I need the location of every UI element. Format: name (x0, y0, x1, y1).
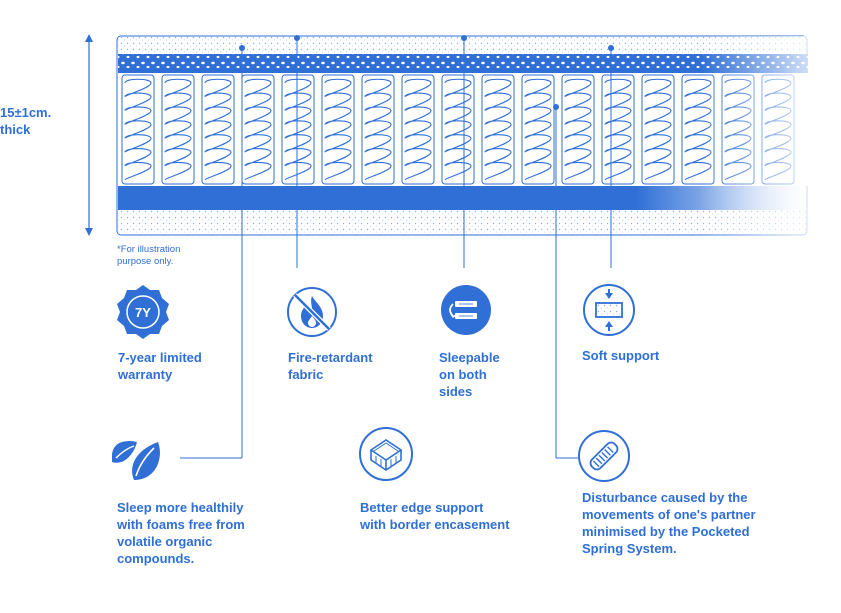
disturbance-label-line-1: Disturbance caused by the (582, 490, 748, 505)
spring-pocket (161, 74, 195, 185)
thickness-unit: thick (0, 122, 31, 137)
spring-pocket (441, 74, 475, 185)
spring-coil (324, 78, 352, 181)
soft-support-icon (583, 284, 635, 336)
fire-label-line-1: Fire-retardant (288, 350, 373, 365)
thickness-label: 15±1cm. thick (0, 104, 51, 138)
pocketed-spring-icon (578, 430, 630, 482)
spring-coil (644, 78, 672, 181)
bottom-fabric-layer (118, 210, 808, 234)
warranty-label-line-2: warranty (118, 367, 173, 382)
base-foam-layer (118, 186, 808, 210)
fire-label-line-2: fabric (288, 367, 324, 382)
sleepable-label-line-1: Sleepable (439, 350, 500, 365)
fire-retardant-icon (287, 287, 337, 337)
warranty-label: 7-year limited warranty (118, 349, 202, 383)
spring-layer (118, 73, 808, 186)
illustration-note: *For illustration purpose only. (117, 244, 180, 268)
top-fabric-layer (118, 37, 808, 54)
spring-coil (204, 78, 232, 181)
disturbance-label-line-2: movements of one's partner (582, 507, 756, 522)
spring-coil (524, 78, 552, 181)
badge-text: 7Y (135, 305, 151, 320)
mattress-cross-section (116, 35, 841, 236)
note-line-2: purpose only. (117, 256, 174, 267)
spring-coil (364, 78, 392, 181)
spring-pocket (641, 74, 675, 185)
spring-pocket (521, 74, 555, 185)
edge-support-label-line-2: with border encasement (360, 517, 510, 532)
healthy-label-line-4: compounds. (117, 551, 195, 566)
fire-label: Fire-retardant fabric (288, 349, 373, 383)
healthy-label-line-1: Sleep more healthily (117, 500, 244, 515)
thickness-value: 15±1cm. (0, 105, 52, 120)
spring-pocket (201, 74, 235, 185)
leader-dots (239, 35, 614, 110)
note-line-1: *For illustration (117, 244, 181, 255)
flip-mattress-icon (441, 285, 491, 335)
leader-lines (180, 38, 612, 459)
spring-pocket (361, 74, 395, 185)
spring-coil (604, 78, 632, 181)
soft-support-label-line-1: Soft support (582, 348, 660, 363)
sleepable-label-line-2: on both (439, 367, 487, 382)
spring-coil (164, 78, 192, 181)
disturbance-label-line-4: Spring System. (582, 541, 677, 556)
healthy-label-line-3: volatile organic (117, 534, 213, 549)
spring-coil (124, 78, 152, 181)
spring-coil (284, 78, 312, 181)
spring-coil (404, 78, 432, 181)
soft-support-label: Soft support (582, 347, 659, 364)
sleepable-label-line-3: sides (439, 384, 473, 399)
spring-coil (444, 78, 472, 181)
spring-pocket (121, 74, 155, 185)
thickness-arrow (85, 34, 93, 236)
spring-coil (564, 78, 592, 181)
spring-coil (484, 78, 512, 181)
warranty-label-line-1: 7-year limited (118, 350, 202, 365)
edge-support-icon (359, 427, 413, 481)
badge-7y-icon: 7Y (117, 285, 169, 339)
top-foam-layer (118, 54, 808, 68)
healthy-label-line-2: with foams free from (117, 517, 245, 532)
spring-pocket (481, 74, 515, 185)
edge-support-label: Better edge support with border encaseme… (360, 499, 510, 533)
spring-pocket (601, 74, 635, 185)
spring-coil (244, 78, 272, 181)
spring-pocket (401, 74, 435, 185)
spring-pocket (561, 74, 595, 185)
disturbance-label: Disturbance caused by the movements of o… (582, 489, 756, 557)
leaf-icon (112, 441, 160, 480)
edge-support-label-line-1: Better edge support (360, 500, 484, 515)
healthy-label: Sleep more healthily with foams free fro… (117, 499, 245, 567)
spring-pocket (321, 74, 355, 185)
sleepable-label: Sleepable on both sides (439, 349, 500, 400)
disturbance-label-line-3: minimised by the Pocketed (582, 524, 750, 539)
spring-pocket (281, 74, 315, 185)
